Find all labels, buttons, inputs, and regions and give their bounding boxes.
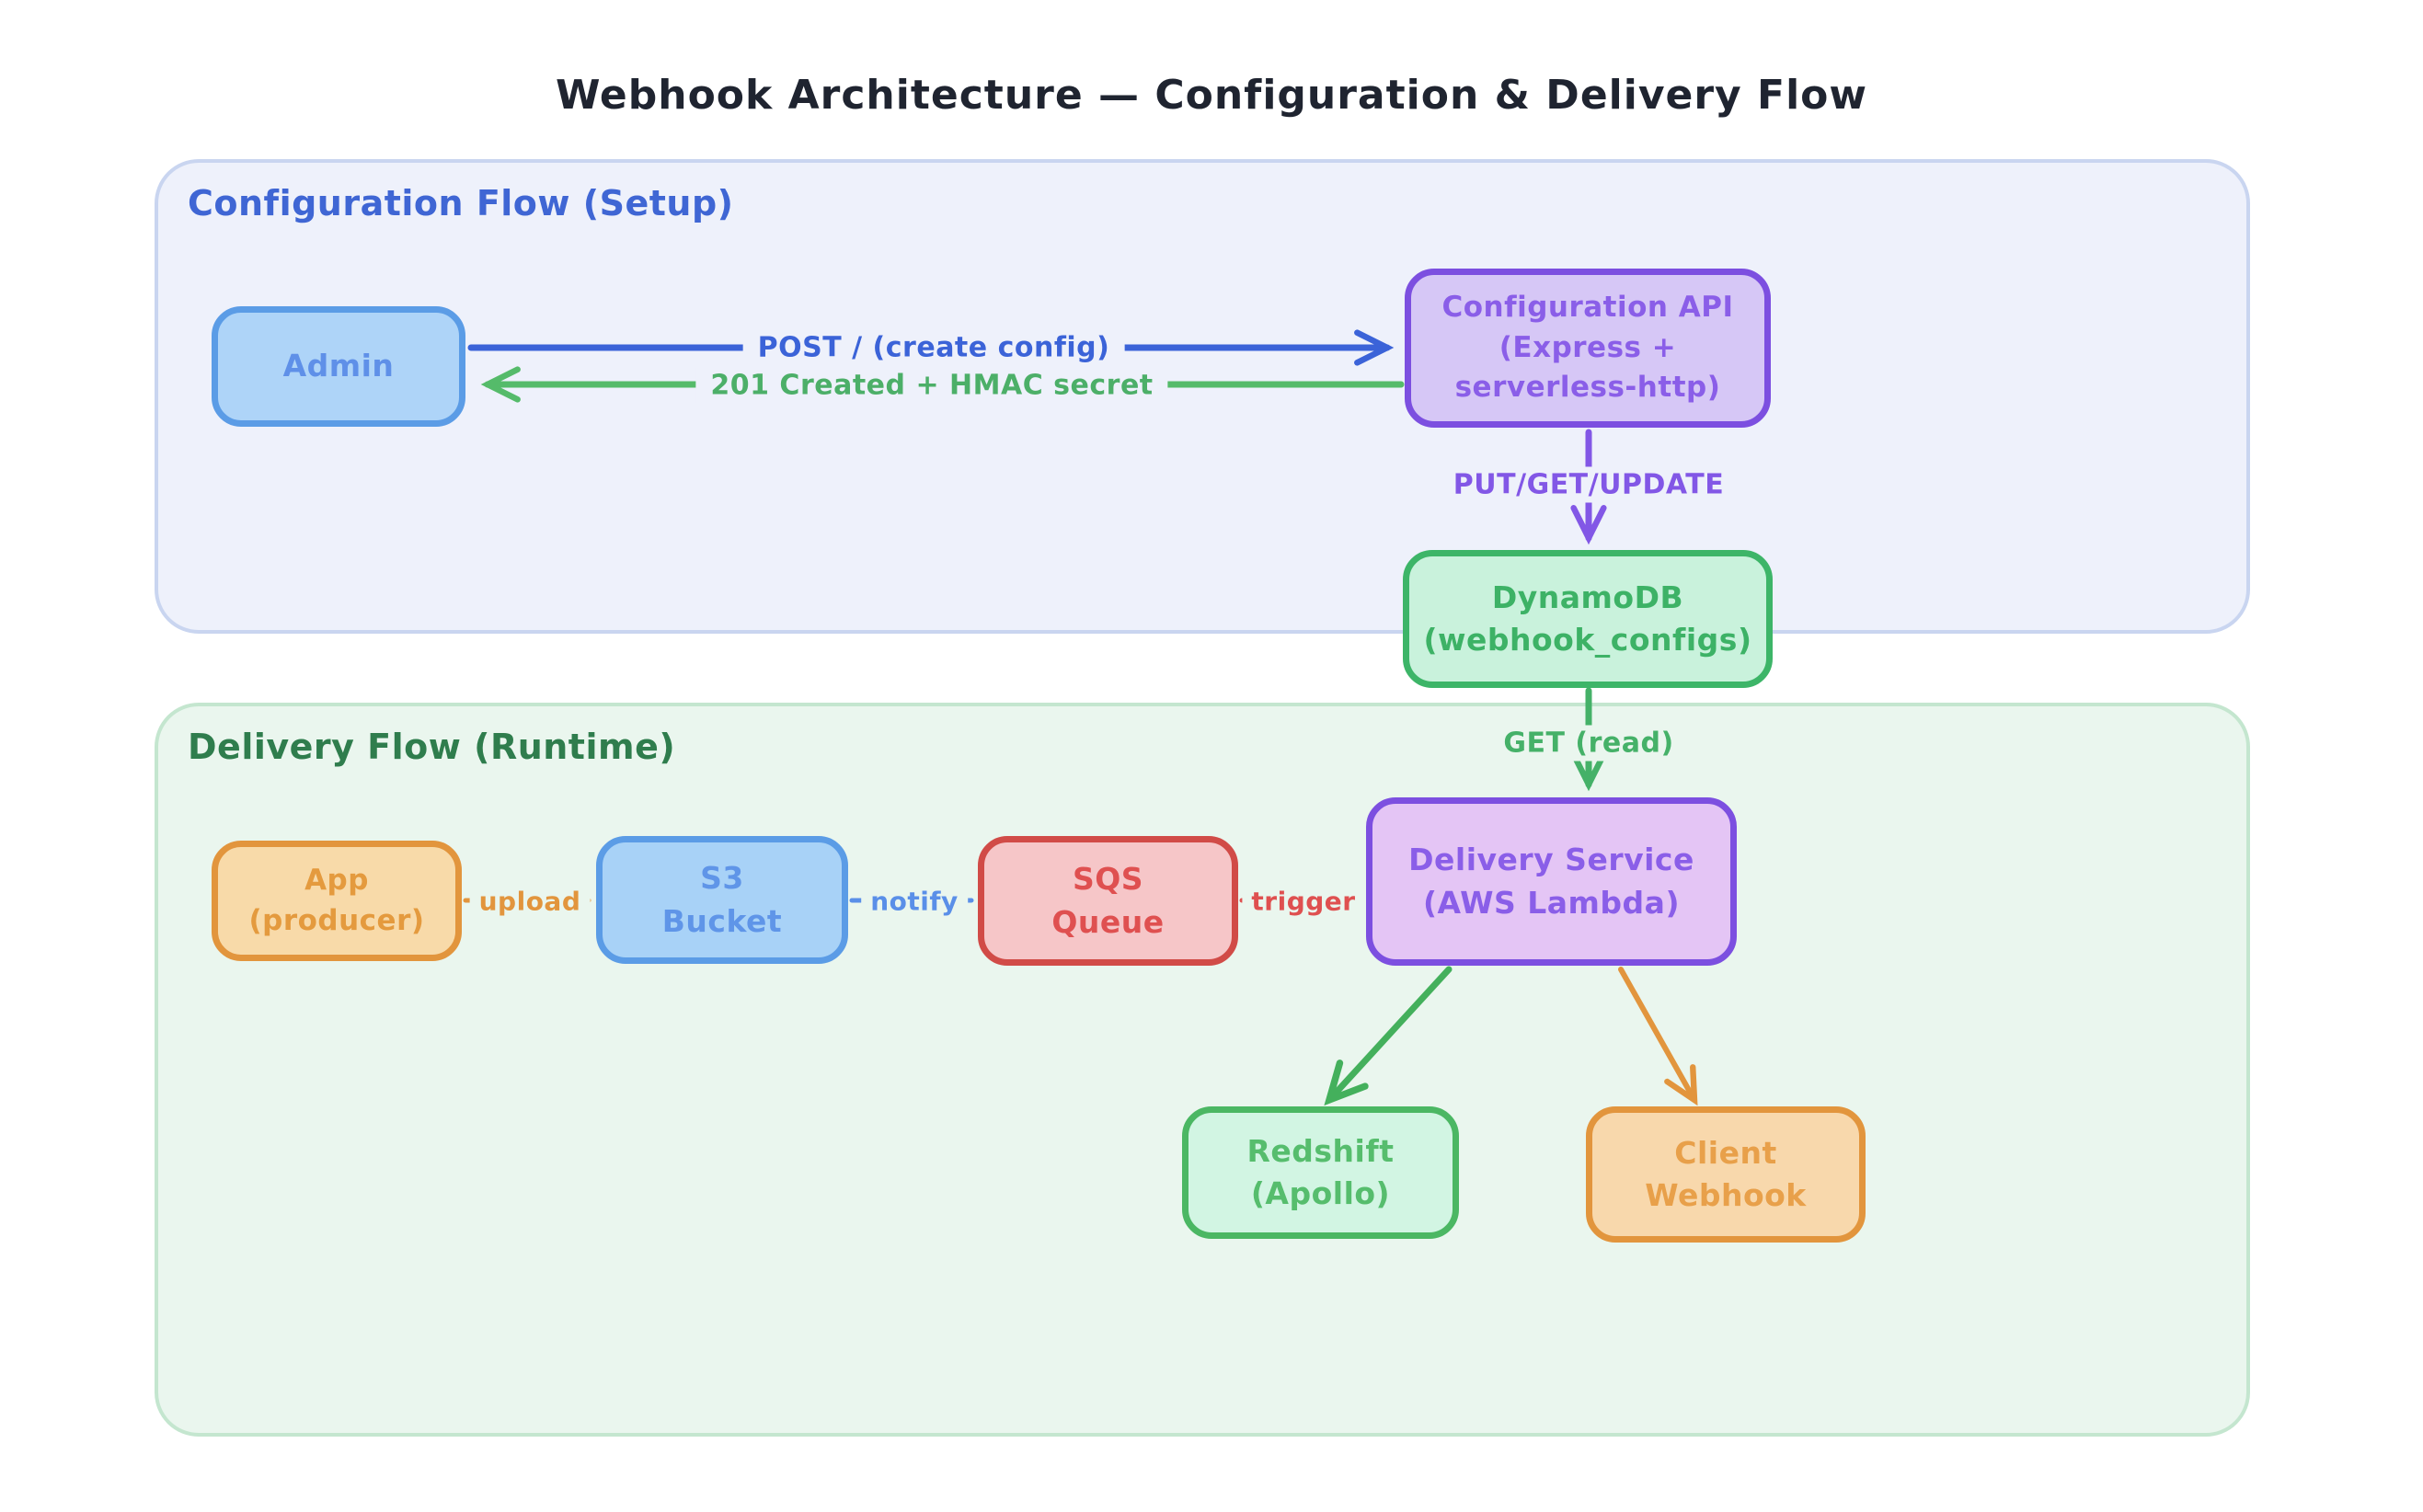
node-configuration-api: Configuration API (Express + serverless-… [1405,269,1771,428]
edge-label-upload: upload [469,884,591,919]
edge-label-notify: notify [861,884,968,919]
section-delivery-flow: Delivery Flow (Runtime) [155,703,2250,1437]
node-app-producer: App (producer) [212,841,462,961]
section-configuration-flow-label: Configuration Flow (Setup) [188,183,734,223]
section-configuration-flow: Configuration Flow (Setup) [155,159,2250,634]
edge-label-put: PUT/GET/UPDATE [1438,466,1740,503]
edge-label-get: GET (read) [1488,725,1689,762]
node-s3-bucket: S3 Bucket [596,836,848,964]
edge-label-created: 201 Created + HMAC secret [695,367,1168,404]
node-sqs-queue: SQS Queue [978,836,1238,966]
node-dynamodb: DynamoDB (webhook_configs) [1403,550,1773,688]
section-delivery-flow-label: Delivery Flow (Runtime) [188,727,676,767]
node-redshift: Redshift (Apollo) [1182,1106,1459,1239]
node-admin: Admin [212,306,465,427]
node-client-webhook: Client Webhook [1586,1106,1866,1243]
diagram-title: Webhook Architecture — Configuration & D… [555,72,1868,119]
node-delivery-service: Delivery Service (AWS Lambda) [1366,797,1737,966]
edge-label-trigger: trigger [1242,884,1365,919]
edge-label-post: POST / (create config) [742,329,1125,366]
